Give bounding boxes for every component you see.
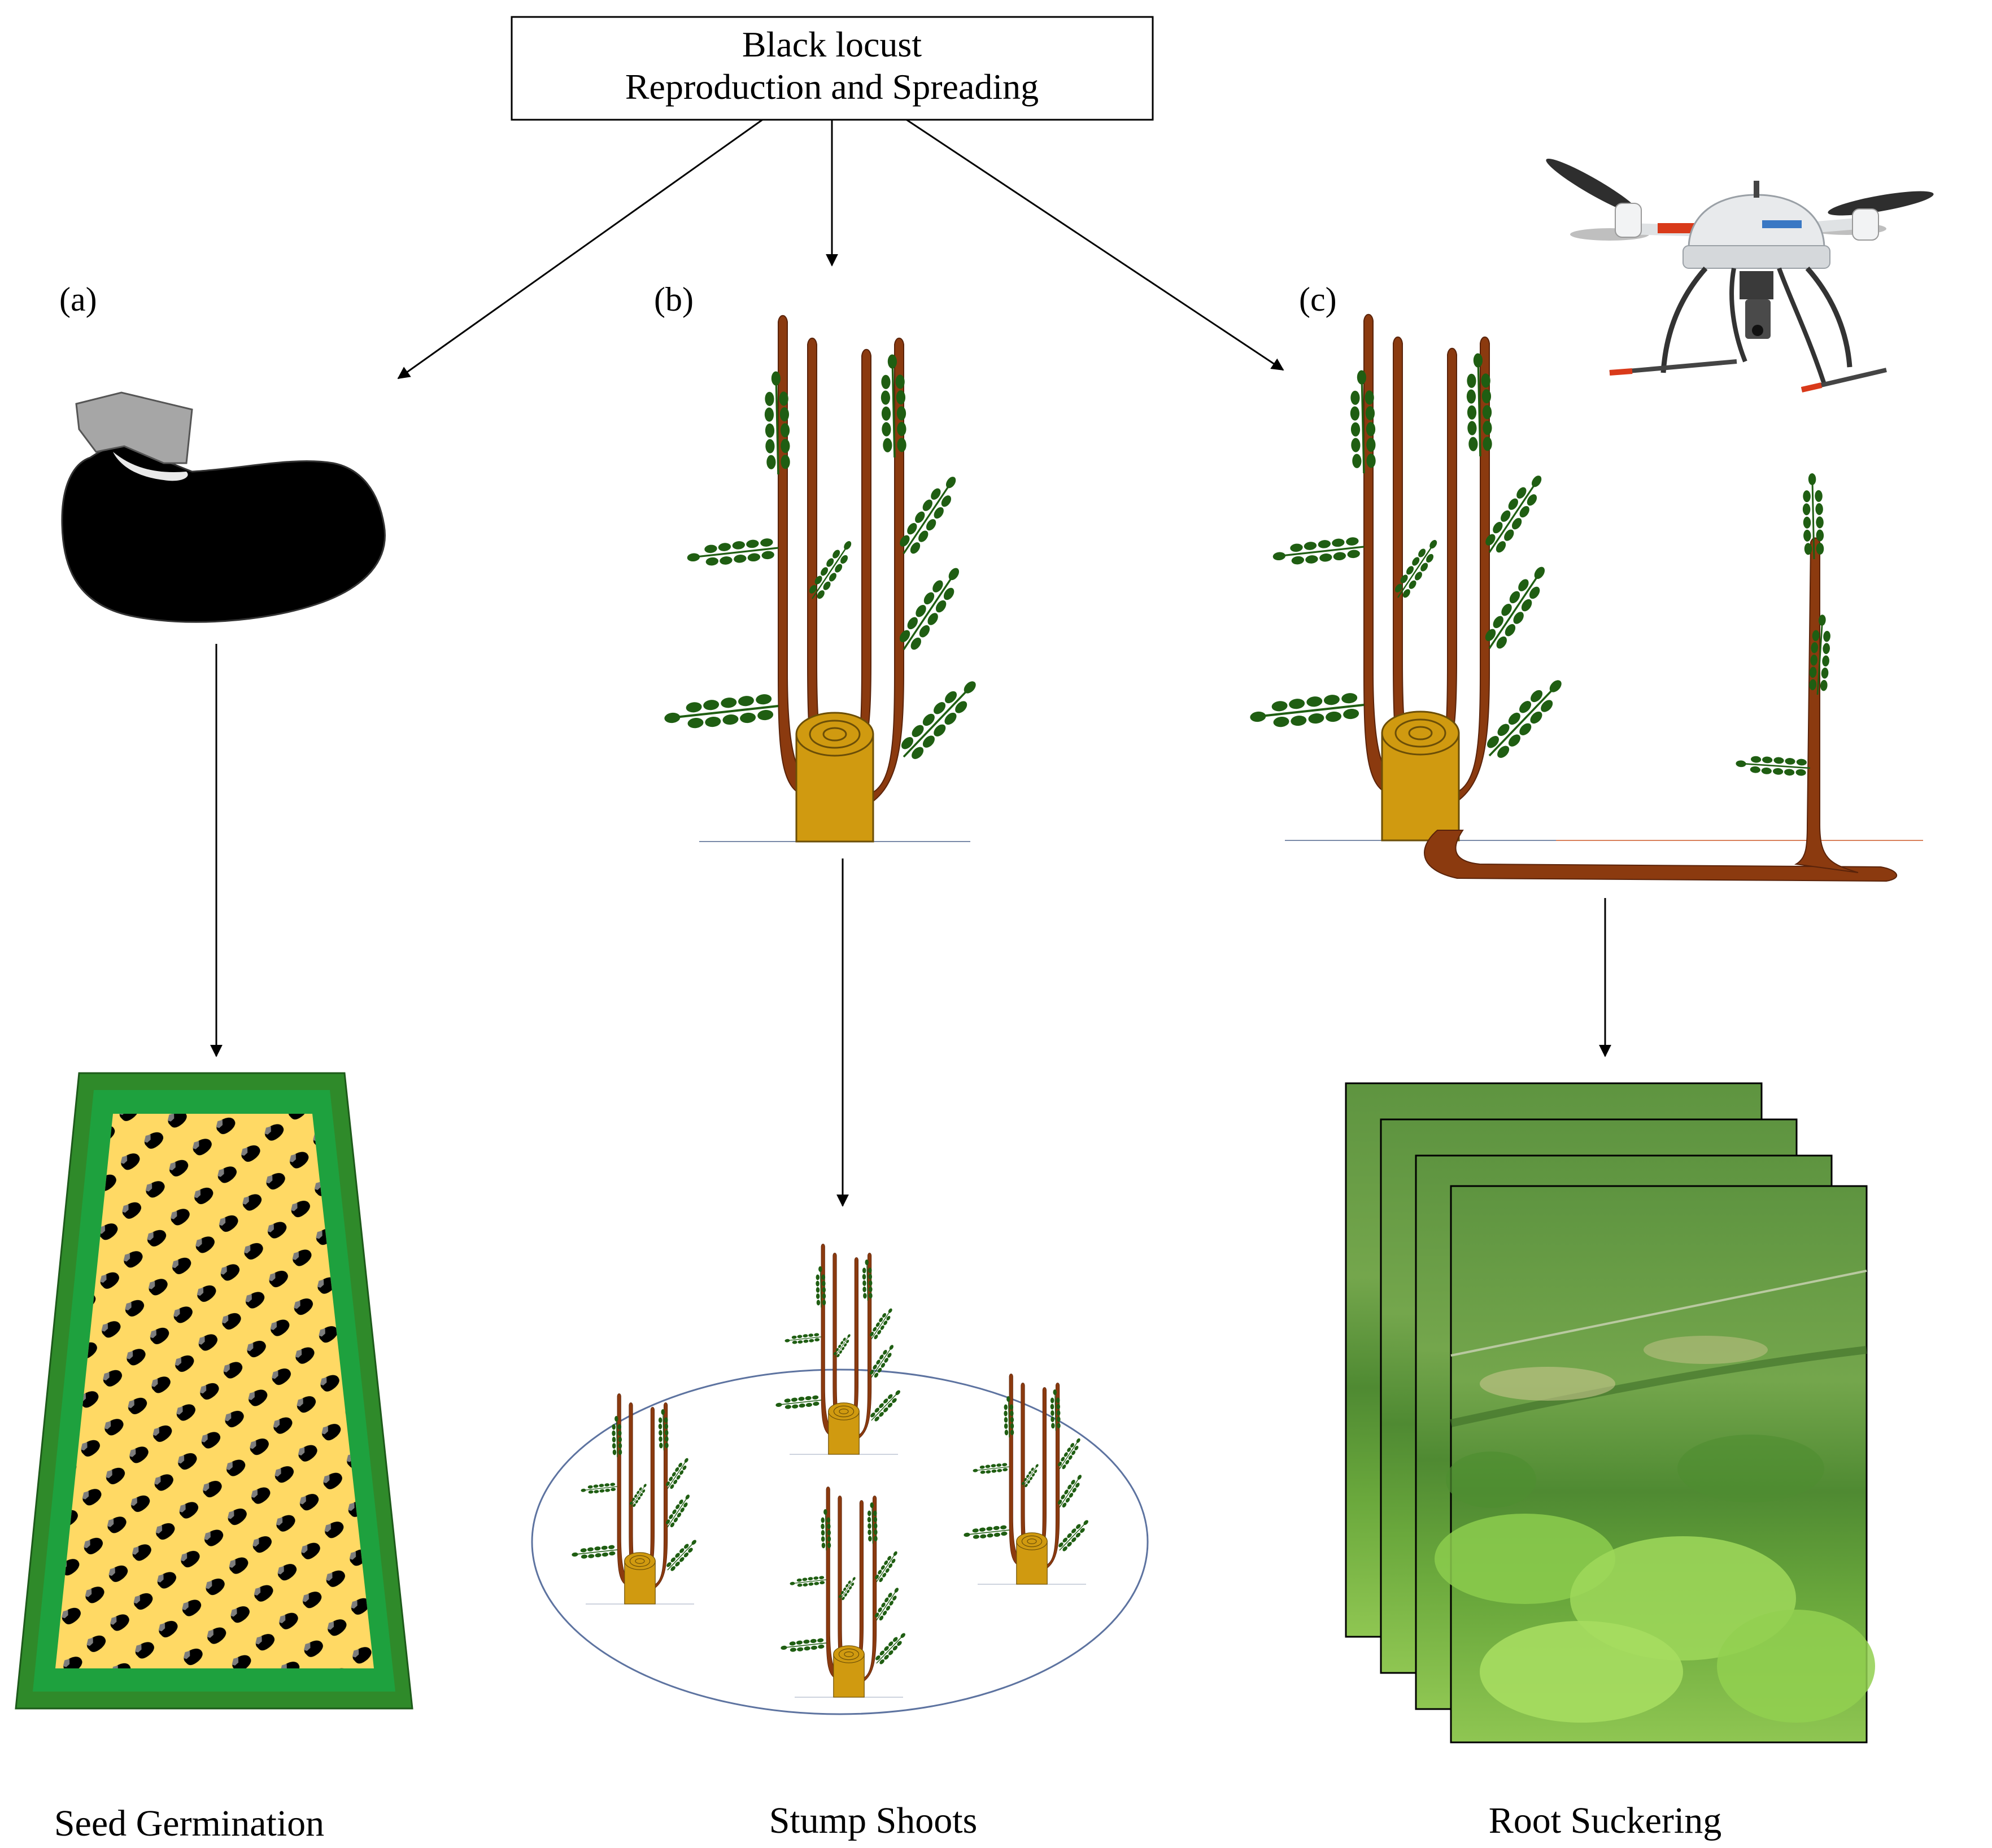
branch-arrows	[397, 119, 1284, 380]
caption-stump-shoots: Stump Shoots	[769, 1800, 978, 1841]
aerial-photo-stack	[1345, 1082, 1875, 1744]
panel-label-b: (b)	[654, 281, 694, 318]
panel-label-a: (a)	[59, 281, 97, 318]
caption-seed-germination: Seed Germination	[54, 1803, 324, 1844]
title-box: Black locust Reproduction and Spreading	[511, 16, 1154, 121]
seed-field	[15, 1072, 413, 1710]
stump-shoot-plant	[660, 316, 989, 842]
aerial-photo-1	[1435, 1185, 1875, 1744]
arrow-to-c	[906, 119, 1284, 371]
arrow-to-a	[397, 119, 763, 380]
root-sucker-plant	[1245, 315, 1923, 882]
caption-root-suckering: Root Suckering	[1489, 1800, 1721, 1841]
title-line-1: Black locust	[742, 24, 922, 64]
title-line-2: Reproduction and Spreading	[625, 67, 1039, 107]
drone-icon	[1546, 158, 1934, 393]
seed-icon	[61, 391, 386, 623]
stump-shoot-stand	[531, 1244, 1149, 1715]
panel-label-c: (c)	[1299, 281, 1337, 318]
